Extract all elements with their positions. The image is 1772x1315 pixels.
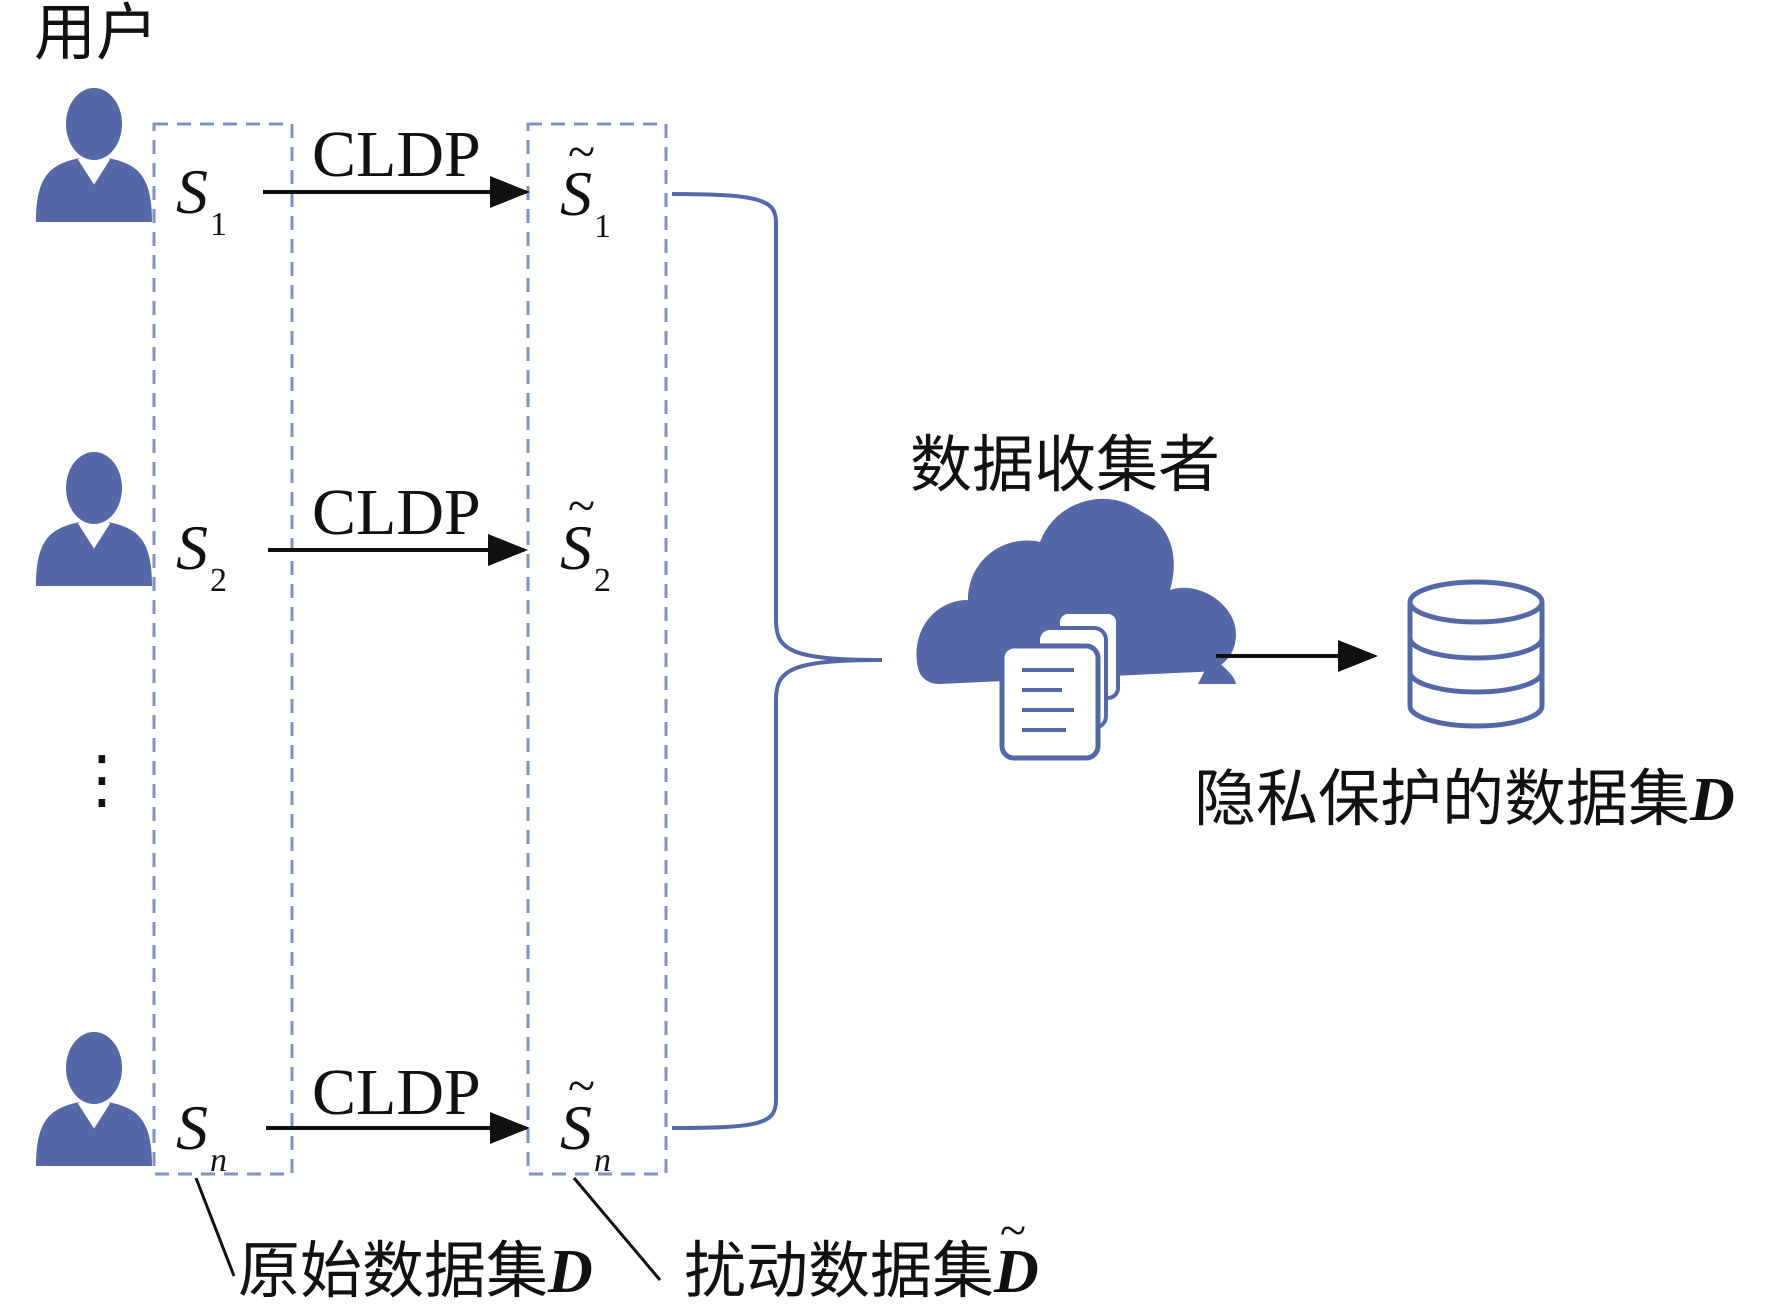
protected-dataset-label: 隐私保护的数据集D [1194, 762, 1735, 835]
perturbed-dataset-box [526, 122, 668, 1176]
user-icon [36, 1032, 152, 1166]
users-title: 用户 [34, 0, 159, 69]
user-icon [36, 452, 152, 586]
perturbed-record-2: ~S2 [560, 477, 611, 599]
cldp-label-1: CLDP [312, 118, 481, 191]
aggregation-brace [671, 192, 883, 1130]
original-record-1: S1 [176, 156, 227, 243]
database-icon [1407, 579, 1545, 729]
cldp-label-2: CLDP [312, 476, 481, 549]
original-dataset-label: 原始数据集D [238, 1234, 593, 1307]
cldp-label-n: CLDP [312, 1056, 481, 1129]
ellipsis: ⋮ [70, 743, 134, 817]
cloud-document-icon [916, 498, 1236, 761]
original-leader-line [194, 1177, 236, 1277]
perturbed-dataset-label: 扰动数据集~D [684, 1204, 1039, 1307]
original-record-2: S2 [176, 512, 227, 599]
perturbed-record-1: ~S1 [560, 123, 611, 245]
user-icon [36, 88, 152, 222]
collector-label: 数据收集者 [910, 428, 1221, 501]
original-dataset-box [152, 122, 294, 1176]
perturbed-record-n: ~Sn [560, 1057, 611, 1179]
original-record-n: Sn [176, 1092, 227, 1179]
perturbed-leader-line [572, 1177, 662, 1281]
